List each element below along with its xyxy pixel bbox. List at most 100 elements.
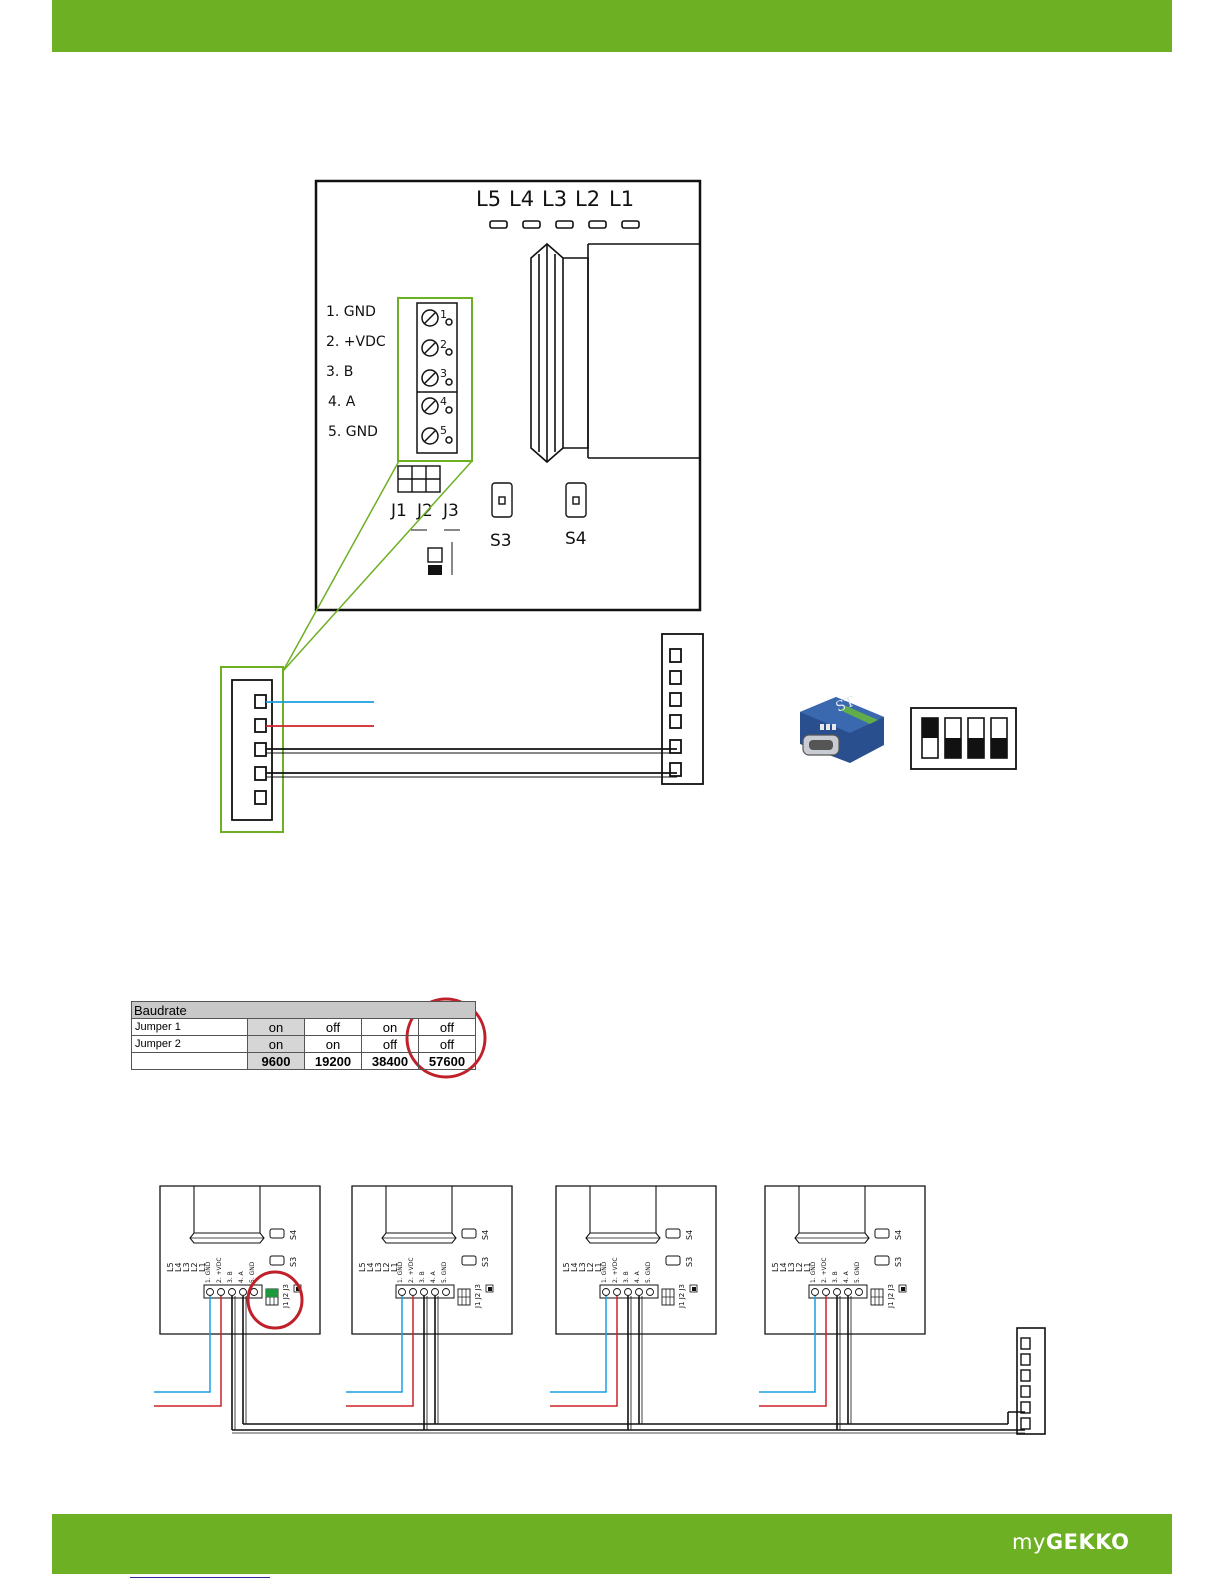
mini-switch-label: S3 xyxy=(289,1257,298,1267)
dip-lever xyxy=(945,738,961,758)
mini-terminal-label: 5. GND xyxy=(645,1261,652,1283)
mini-jumper-label: J1 J2 J3 xyxy=(887,1284,895,1309)
terminal-number: 1 xyxy=(440,308,447,321)
baudrate-title: Baudrate xyxy=(131,1001,476,1019)
led-label: L1 xyxy=(609,187,634,211)
footer-link-underline xyxy=(130,1577,270,1578)
mini-jumper-label: J1 J2 J3 xyxy=(474,1284,482,1309)
row-label: Jumper 1 xyxy=(131,1018,248,1036)
mini-led-label: L3 xyxy=(182,1262,191,1272)
mini-led-label: L3 xyxy=(787,1262,796,1272)
mini-terminal-label: 4. A xyxy=(843,1270,850,1283)
mini-terminal-label: 2. +VDC xyxy=(216,1257,223,1283)
baud-rate: 38400 xyxy=(361,1052,419,1070)
small-switch-base xyxy=(428,565,442,575)
mini-terminal-label: 3. B xyxy=(623,1271,630,1283)
terminal-number: 5 xyxy=(440,424,447,437)
table-cell: on xyxy=(304,1035,362,1053)
mini-terminal-label: 5. GND xyxy=(854,1261,861,1283)
terminal-number: 2 xyxy=(440,338,447,351)
mini-terminal-label: 1. GND xyxy=(397,1261,404,1283)
terminal-label: 4. A xyxy=(328,394,356,410)
switch-label: S3 xyxy=(490,531,512,551)
row-label: Jumper 2 xyxy=(131,1035,248,1053)
mini-terminal-label: 3. B xyxy=(832,1271,839,1283)
table-row: Jumper 1 on off on off xyxy=(131,1018,476,1036)
led-label: L4 xyxy=(509,187,534,211)
table-cell: off xyxy=(361,1035,419,1053)
table-cell: on xyxy=(247,1035,305,1053)
terminal-label: 5. GND xyxy=(328,424,378,440)
dip-switch xyxy=(910,707,1017,770)
mini-led-label: L1 xyxy=(390,1262,399,1272)
mini-terminal-label: 3. B xyxy=(419,1271,426,1283)
jumper-pins xyxy=(397,465,441,493)
table-cell: off xyxy=(418,1018,476,1036)
dip-lever xyxy=(922,718,938,738)
mini-switch-label: S3 xyxy=(481,1257,490,1267)
terminal-block xyxy=(416,302,458,454)
wire-red xyxy=(154,1296,222,1407)
wire-blue xyxy=(154,1296,211,1393)
mini-terminal-label: 5. GND xyxy=(249,1261,256,1283)
baud-rate: 57600 xyxy=(418,1052,476,1070)
dip-lever xyxy=(968,738,984,758)
mini-switch-label: S4 xyxy=(685,1230,694,1240)
mini-terminal-label: 4. A xyxy=(634,1270,641,1283)
mini-led-label: L2 xyxy=(586,1262,595,1272)
wire-red xyxy=(759,1296,827,1407)
mini-led-label: L5 xyxy=(358,1262,367,1272)
jumper-set-highlight xyxy=(266,1289,278,1297)
mini-terminal-label: 4. A xyxy=(238,1270,245,1283)
mini-switch-label: S4 xyxy=(894,1230,903,1240)
led-indicators xyxy=(489,220,640,229)
table-cell: on xyxy=(247,1018,305,1036)
mini-terminal-label: 1. GND xyxy=(601,1261,608,1283)
table-row: Jumper 2 on on off off xyxy=(131,1035,476,1053)
mini-led-label: L5 xyxy=(166,1262,175,1272)
terminal-label: 1. GND xyxy=(326,304,376,320)
rs485-adapter-icon: ST xyxy=(800,694,884,763)
mini-led-label: L4 xyxy=(174,1262,183,1272)
bus-connector xyxy=(661,633,704,785)
mini-jumper-label: J1 J2 J3 xyxy=(678,1284,686,1309)
mini-switch-label: S3 xyxy=(685,1257,694,1267)
svg-text:ST: ST xyxy=(834,694,858,716)
mini-led-label: L2 xyxy=(382,1262,391,1272)
mini-led-label: L1 xyxy=(198,1262,207,1272)
terminal-zoom xyxy=(231,679,273,821)
mini-led-label: L5 xyxy=(562,1262,571,1272)
header-band xyxy=(52,0,1172,52)
dip-lever xyxy=(991,738,1007,758)
led-label: L3 xyxy=(542,187,567,211)
mini-terminal-label: 2. +VDC xyxy=(408,1257,415,1283)
mini-led-label: L1 xyxy=(803,1262,812,1272)
terminal-label: 2. +VDC xyxy=(326,334,386,350)
expansion-connector xyxy=(530,242,700,464)
brand-logo: myGEKKO xyxy=(1012,1530,1129,1554)
mini-led-label: L1 xyxy=(594,1262,603,1272)
mini-terminal-label: 4. A xyxy=(430,1270,437,1283)
jumper-label: J1 xyxy=(390,501,407,521)
mini-terminal-label: 2. +VDC xyxy=(821,1257,828,1283)
mini-switch-label: S4 xyxy=(289,1230,298,1240)
mini-switch-label: S3 xyxy=(894,1257,903,1267)
jumper-label: J3 xyxy=(442,501,459,521)
table-cell: off xyxy=(418,1035,476,1053)
mini-jumper-label: J1 J2 J3 xyxy=(282,1284,290,1309)
led-label: L2 xyxy=(575,187,600,211)
baud-rate: 19200 xyxy=(304,1052,362,1070)
wire-blue xyxy=(346,1296,403,1393)
table-row: 9600 19200 38400 57600 xyxy=(131,1052,476,1070)
jumper-highlight-circle xyxy=(246,1270,304,1330)
board-outline xyxy=(314,179,702,612)
baudrate-table: Baudrate Jumper 1 on off on off Jumper 2… xyxy=(131,1001,476,1070)
table-cell: on xyxy=(361,1018,419,1036)
mini-switch-label: S4 xyxy=(481,1230,490,1240)
wire-red xyxy=(550,1296,618,1407)
wire-blue xyxy=(759,1296,816,1393)
